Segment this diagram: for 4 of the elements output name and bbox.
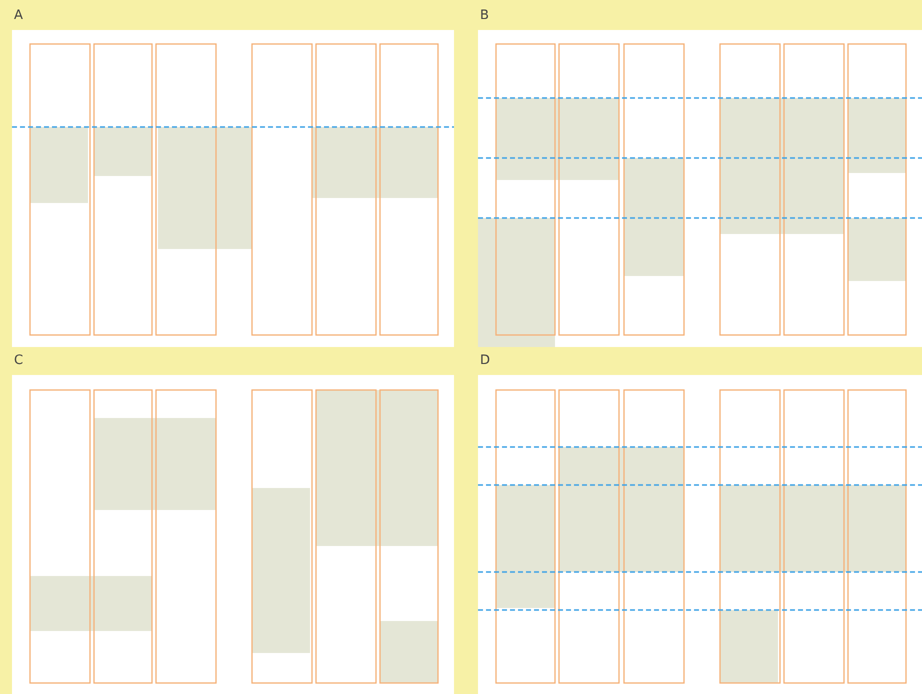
panel-label: D xyxy=(480,353,490,368)
panel-label: B xyxy=(480,8,489,23)
panel-label: C xyxy=(14,353,24,368)
panel-label: A xyxy=(14,8,23,23)
